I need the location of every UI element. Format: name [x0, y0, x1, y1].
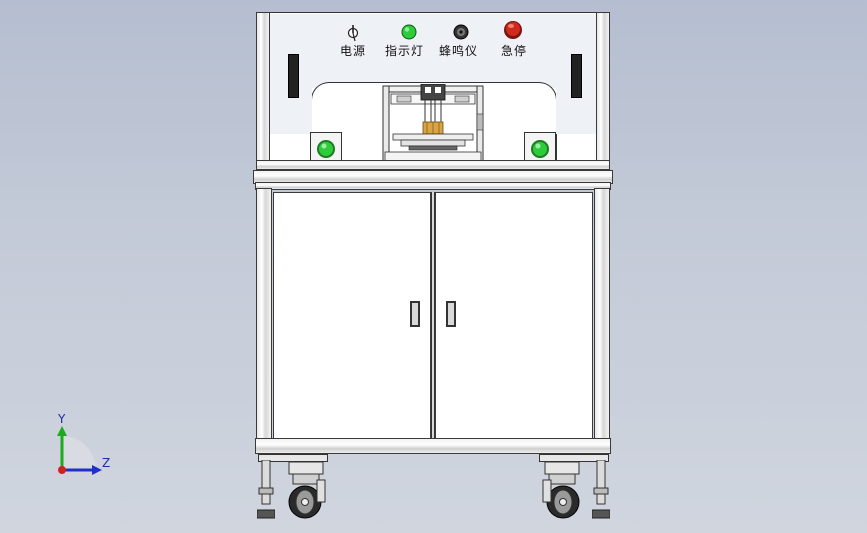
- bottom-rail: [255, 438, 611, 454]
- buzzer-icon: [453, 24, 469, 40]
- start-button-icon[interactable]: [530, 139, 550, 159]
- upper-right-column: [596, 12, 610, 172]
- power-switch-icon[interactable]: [346, 24, 360, 42]
- axis-z-label: Z: [102, 456, 111, 470]
- right-slot: [571, 54, 582, 98]
- axis-y-label: Y: [58, 412, 66, 426]
- door-handle-icon[interactable]: [446, 301, 456, 327]
- table-top-lower: [255, 182, 611, 190]
- start-button-icon[interactable]: [316, 139, 336, 159]
- left-slot: [288, 54, 299, 98]
- axis-triad-graphic: [57, 426, 102, 475]
- label-power: 电源: [340, 44, 367, 58]
- cabinet-right-column: [594, 188, 610, 444]
- left-leveling-foot: [256, 459, 276, 520]
- label-buzzer: 蜂鸣仪: [439, 44, 479, 58]
- caster-wheel-icon: [539, 461, 585, 520]
- label-estop: 急停: [501, 44, 528, 58]
- upper-left-column: [256, 12, 270, 172]
- emergency-stop-icon[interactable]: [503, 20, 523, 40]
- axis-triad: Y Z: [50, 412, 120, 476]
- head-base-rail: [256, 160, 610, 170]
- indicator-light-icon: [401, 24, 417, 40]
- door-gap: [431, 192, 435, 440]
- label-indicator: 指示灯: [385, 44, 425, 58]
- right-leveling-foot: [591, 459, 611, 520]
- caster-wheel-icon: [283, 461, 329, 520]
- door-handle-icon[interactable]: [410, 301, 420, 327]
- machine-model[interactable]: 电源 指示灯 蜂鸣仪 急停: [253, 12, 613, 522]
- cabinet-left-column: [256, 188, 272, 444]
- cabinet-door-right[interactable]: [435, 192, 593, 440]
- control-panel-plate: [270, 14, 596, 88]
- cabinet-door-left[interactable]: [273, 192, 431, 440]
- press-mechanism: [381, 83, 485, 166]
